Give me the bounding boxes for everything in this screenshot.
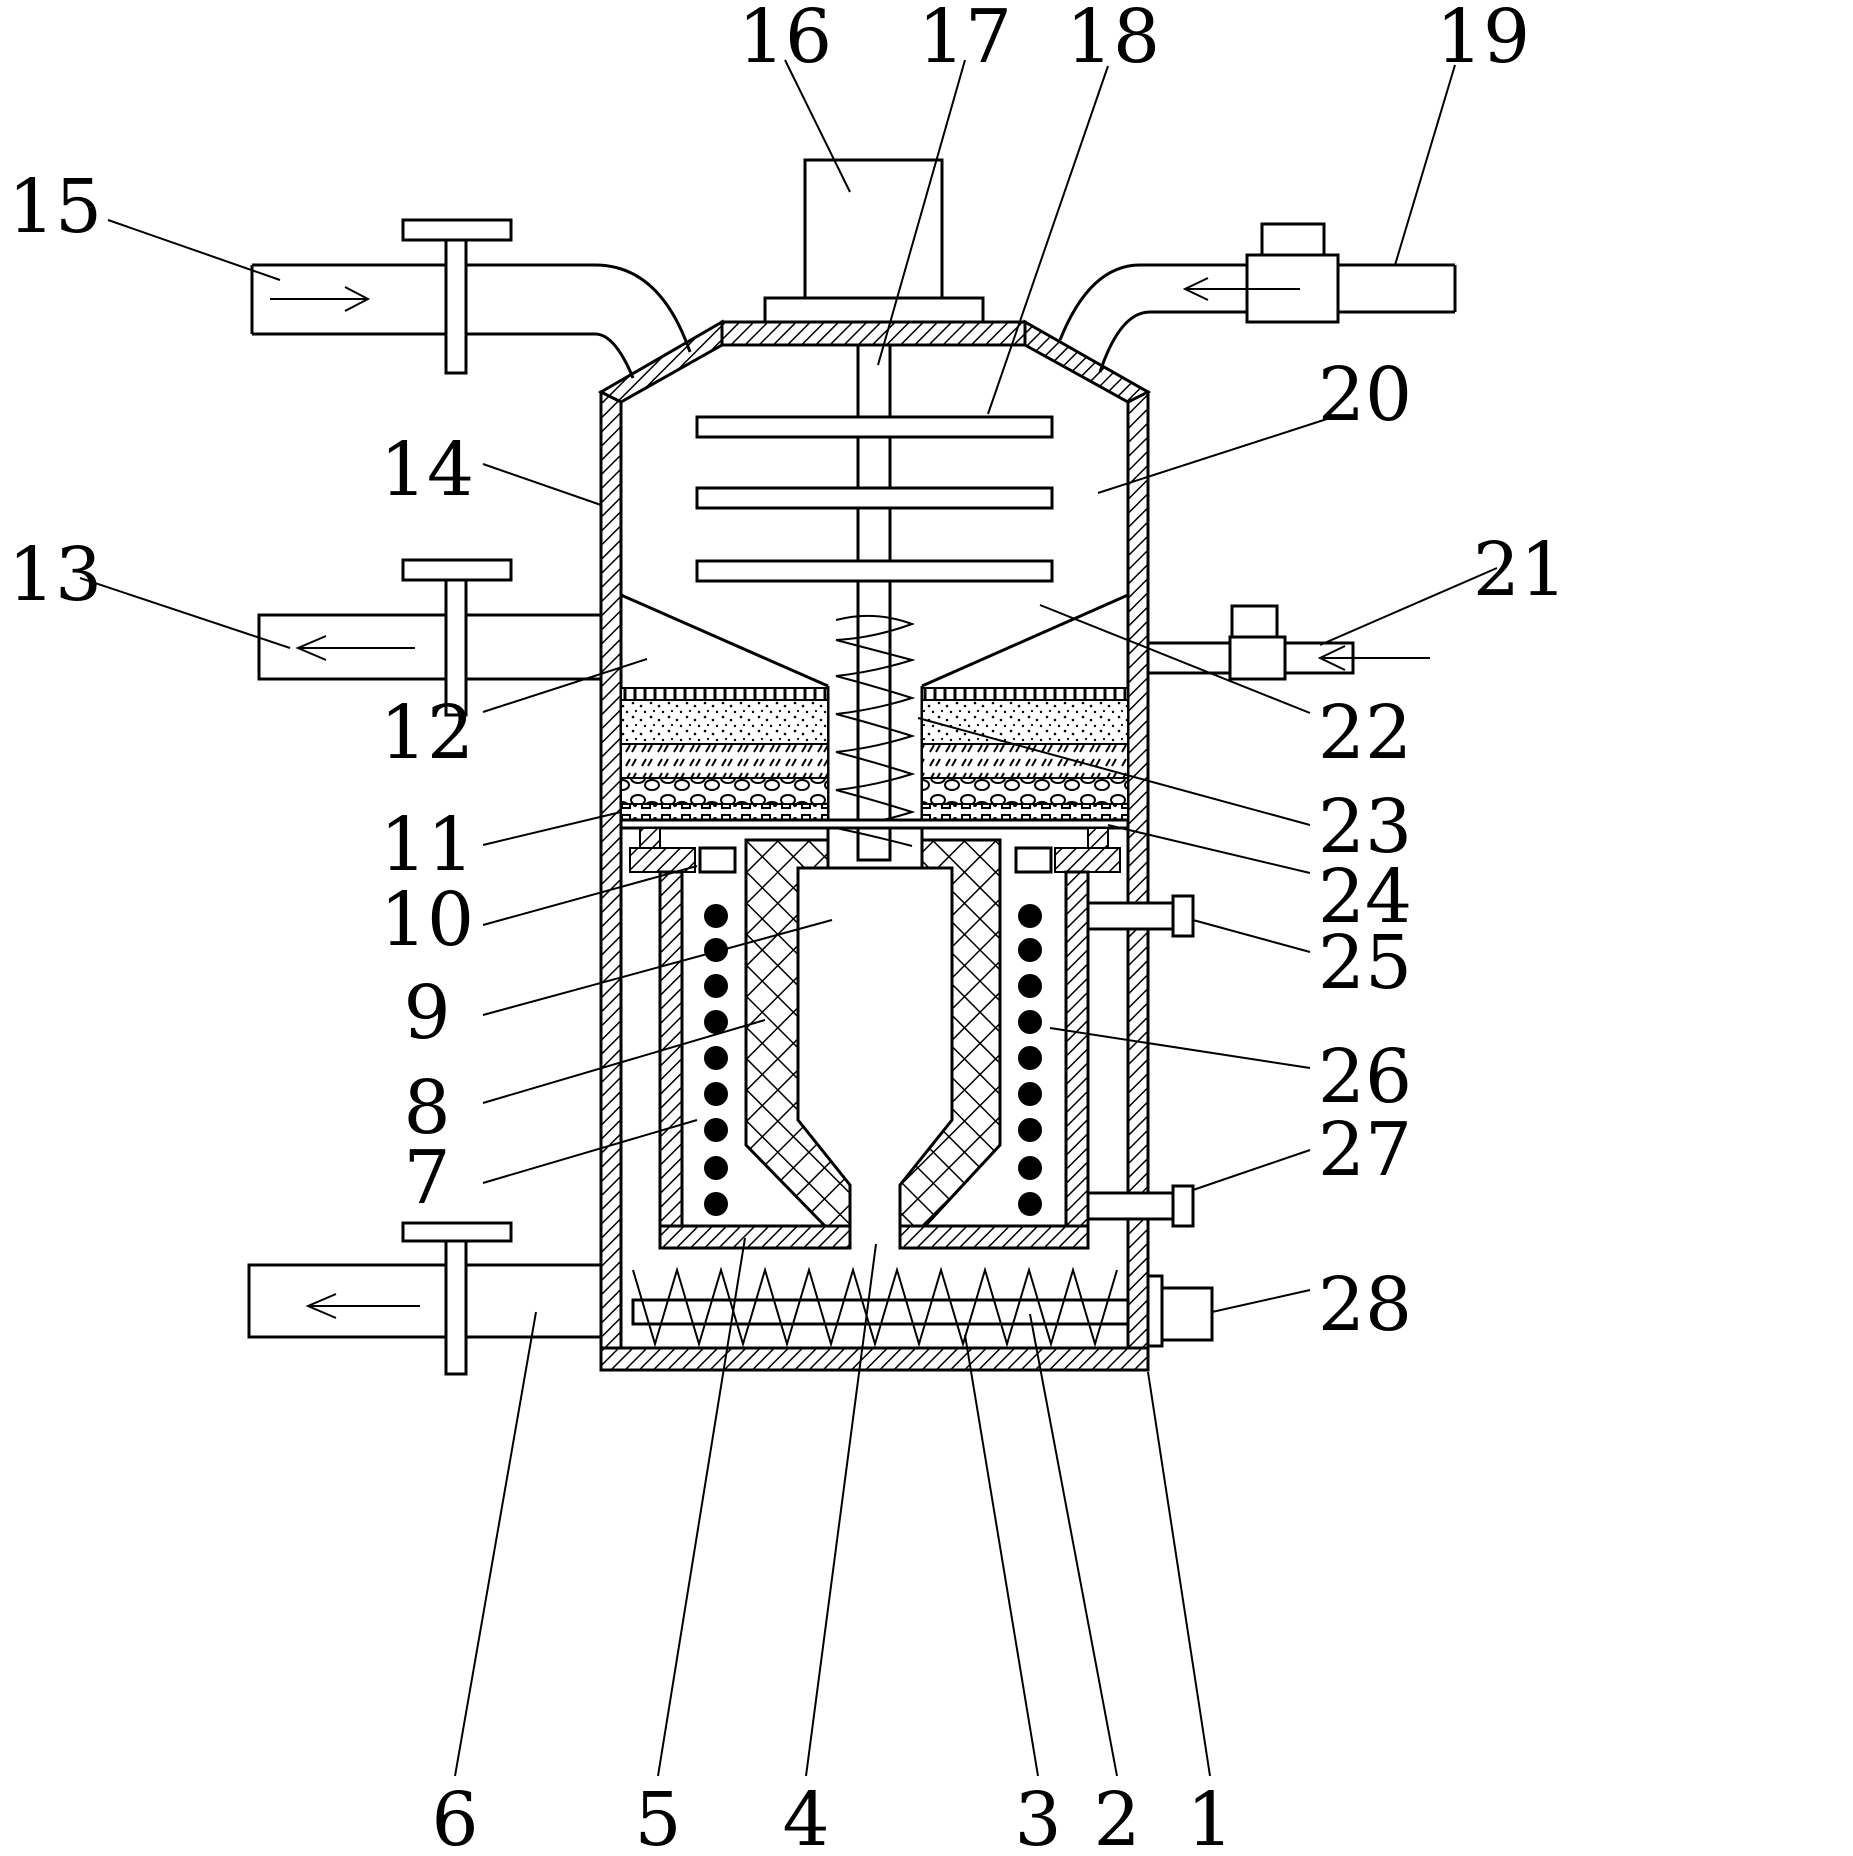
screw-conveyor xyxy=(631,1266,1214,1348)
callout-label-21: 21 xyxy=(1473,527,1567,613)
callout-label-28: 28 xyxy=(1318,1262,1412,1348)
leader-line-28 xyxy=(1211,1289,1311,1313)
leader-line-8 xyxy=(482,1019,766,1104)
support-brackets xyxy=(619,818,1130,874)
heating-coil-dot xyxy=(704,1192,728,1216)
inlet-pipe-top-right xyxy=(1058,222,1457,373)
heating-coil-dot xyxy=(1018,1192,1042,1216)
motor xyxy=(763,158,985,324)
leader-line-23 xyxy=(917,717,1311,826)
callout-label-22: 22 xyxy=(1318,690,1412,776)
leader-line-22 xyxy=(1039,604,1311,714)
leader-line-11 xyxy=(482,811,622,846)
leader-lines xyxy=(79,59,1498,1777)
leader-line-24 xyxy=(1107,824,1311,874)
callout-label-6: 6 xyxy=(431,1777,478,1856)
leader-line-20 xyxy=(1097,417,1331,494)
leader-line-9 xyxy=(482,919,833,1016)
callout-label-9: 9 xyxy=(403,970,450,1056)
callout-label-5: 5 xyxy=(634,1777,681,1856)
leader-line-13 xyxy=(79,577,291,649)
callout-label-1: 1 xyxy=(1186,1777,1233,1856)
heating-coil-dot xyxy=(704,904,728,928)
callout-label-2: 2 xyxy=(1093,1777,1140,1856)
heating-coil-dot xyxy=(704,1082,728,1106)
filter-layers xyxy=(620,687,1129,821)
callout-label-26: 26 xyxy=(1318,1034,1412,1120)
heating-coil-dot xyxy=(1018,1010,1042,1034)
heating-coil-dot xyxy=(1018,1156,1042,1180)
heating-coil-dot xyxy=(1018,904,1042,928)
insulation-liner xyxy=(744,838,1002,1228)
leader-line-21 xyxy=(1319,567,1498,646)
leader-line-10 xyxy=(482,865,698,926)
heating-coil-dot xyxy=(704,974,728,998)
heating-coil-dot xyxy=(1018,1118,1042,1142)
stirring-paddles xyxy=(695,415,1054,583)
heating-coil-dot xyxy=(704,1046,728,1070)
callout-label-8: 8 xyxy=(403,1065,450,1151)
vessel-shell xyxy=(597,319,1152,1372)
callout-label-4: 4 xyxy=(782,1777,829,1856)
spiral-screw xyxy=(835,614,916,847)
leader-line-5 xyxy=(657,1237,746,1777)
heating-coil-dot xyxy=(1018,1046,1042,1070)
leader-line-1 xyxy=(1147,1371,1211,1777)
callout-label-17: 17 xyxy=(918,0,1012,80)
leader-line-12 xyxy=(482,658,648,713)
callout-label-15: 15 xyxy=(8,164,102,250)
callout-label-16: 16 xyxy=(738,0,832,80)
heating-coil-dot xyxy=(1018,1082,1042,1106)
leader-line-3 xyxy=(964,1334,1039,1777)
callout-label-27: 27 xyxy=(1318,1107,1412,1193)
callout-label-25: 25 xyxy=(1318,920,1412,1006)
inlet-pipe-top-left xyxy=(250,218,692,379)
inlet-pipe-middle-right xyxy=(1146,604,1430,681)
heating-coil-dot xyxy=(704,1010,728,1034)
callout-label-11: 11 xyxy=(380,802,474,888)
callout-label-3: 3 xyxy=(1014,1777,1061,1856)
callout-label-20: 20 xyxy=(1318,352,1412,438)
heating-coils xyxy=(704,904,1042,1216)
leader-line-14 xyxy=(482,463,602,506)
leader-line-7 xyxy=(482,1119,698,1184)
callout-label-7: 7 xyxy=(403,1135,450,1221)
leader-line-4 xyxy=(805,1243,877,1777)
outlet-pipe-middle-left xyxy=(257,558,603,717)
leader-line-15 xyxy=(107,219,281,281)
outlet-pipe-bottom-left xyxy=(247,1221,603,1376)
callout-label-14: 14 xyxy=(380,427,474,513)
leader-line-25 xyxy=(1192,919,1311,953)
heating-coil-dot xyxy=(704,1118,728,1142)
callout-label-18: 18 xyxy=(1066,0,1160,80)
leader-line-27 xyxy=(1192,1149,1311,1191)
coil-terminals xyxy=(1086,894,1195,1228)
leader-line-16 xyxy=(784,59,851,193)
heating-coil-dot xyxy=(704,1156,728,1180)
callout-label-10: 10 xyxy=(380,877,474,963)
leader-line-2 xyxy=(1029,1313,1118,1777)
leader-line-6 xyxy=(454,1311,537,1777)
leader-line-17 xyxy=(877,59,966,366)
callout-label-24: 24 xyxy=(1318,854,1412,940)
heating-coil-dot xyxy=(1018,938,1042,962)
leader-line-26 xyxy=(1049,1027,1311,1069)
callout-label-19: 19 xyxy=(1436,0,1530,80)
leader-line-19 xyxy=(1394,64,1456,266)
callout-label-13: 13 xyxy=(8,532,102,618)
leader-line-18 xyxy=(987,65,1109,415)
heating-coil-dot xyxy=(1018,974,1042,998)
heating-coil-dot xyxy=(704,938,728,962)
callout-label-12: 12 xyxy=(380,690,474,776)
callout-label-23: 23 xyxy=(1318,784,1412,870)
